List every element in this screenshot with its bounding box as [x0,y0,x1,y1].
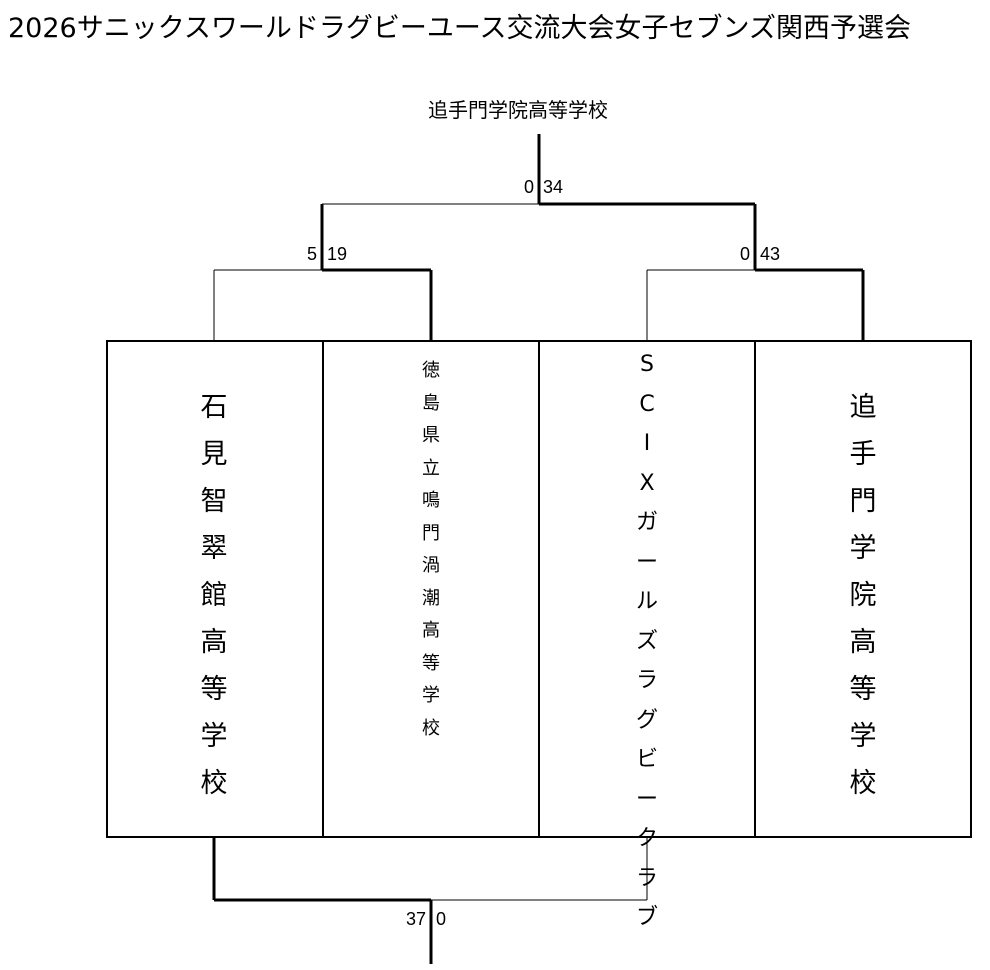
team-name-4: 追手門学院高等学校 [841,384,885,807]
team-name-char: 館 [200,580,228,611]
team-name-char: 学 [849,533,877,564]
team-name-char: 潮 [422,587,440,609]
team-name-char: ラ [635,865,658,891]
team-name-char: 徳 [422,360,440,381]
team-name-char: ー [635,786,658,812]
page-title: 2026サニックスワールドラグビーユース交流大会女子セブンズ関西予選会 [8,13,912,44]
team-name-char: 学 [422,685,440,706]
team-name-char: 校 [422,717,440,739]
team-name-char: 等 [200,674,228,705]
team-name-char: 門 [849,486,877,517]
team-name-char: 学 [849,721,877,752]
team-name-char: 石 [200,392,228,423]
team-name-char: 学 [200,721,228,752]
team-name-char: 高 [422,620,440,641]
team-name-char: 院 [849,580,877,611]
team-name-char: ブ [635,905,658,930]
team-name-char: 翠 [200,533,228,564]
team-name-char: 智 [200,486,228,517]
team-name-char: ク [635,826,658,851]
team-name-char: 校 [849,768,877,799]
team-name-char: 高 [200,627,228,658]
team-name-char: 県 [422,425,440,446]
team-box-4 [754,340,972,838]
team-name-char: ビ [635,747,658,772]
team-name-char: 高 [849,627,877,658]
semi-right-score-right: 43 [760,244,781,264]
team-name-char: 等 [422,652,440,674]
team-name-char: 島 [422,392,440,414]
semi-right-score-left: 0 [739,244,750,264]
semi-left-score-left: 5 [306,244,317,264]
team-name-char: S [640,352,654,377]
team-name-char: 見 [200,439,228,470]
team-name-char: 鳴 [422,490,440,511]
team-name-char: ー [635,549,658,575]
third-score-left: 37 [405,909,426,929]
team-name-char: ル [635,589,658,614]
team-name-char: 立 [422,457,440,479]
team-name-char: C [639,391,655,417]
team-name-char: 追 [849,392,877,423]
team-name-char: 手 [849,439,877,470]
team-name-char: X [639,470,655,496]
team-name-char: ラ [635,668,658,693]
team-name-char: 等 [849,674,877,705]
team-name-char: 校 [200,768,228,799]
semi-left-score-right: 19 [327,244,348,264]
team-name-2: 徳島県立鳴門渦潮高等学校 [409,355,453,745]
team-name-char: グ [635,707,658,733]
final-score-left: 0 [523,177,534,197]
third-score-right: 0 [436,909,447,929]
team-name-char: ガ [635,510,658,535]
team-name-char: 門 [422,522,440,544]
team-name-char: ズ [635,628,658,654]
team-name-1: 石見智翠館高等学校 [192,384,236,807]
team-name-char: 渦 [422,555,440,576]
team-name-char: I [643,431,651,456]
champion-label: 追手門学院高等学校 [428,98,608,122]
final-score-right: 34 [543,177,564,197]
